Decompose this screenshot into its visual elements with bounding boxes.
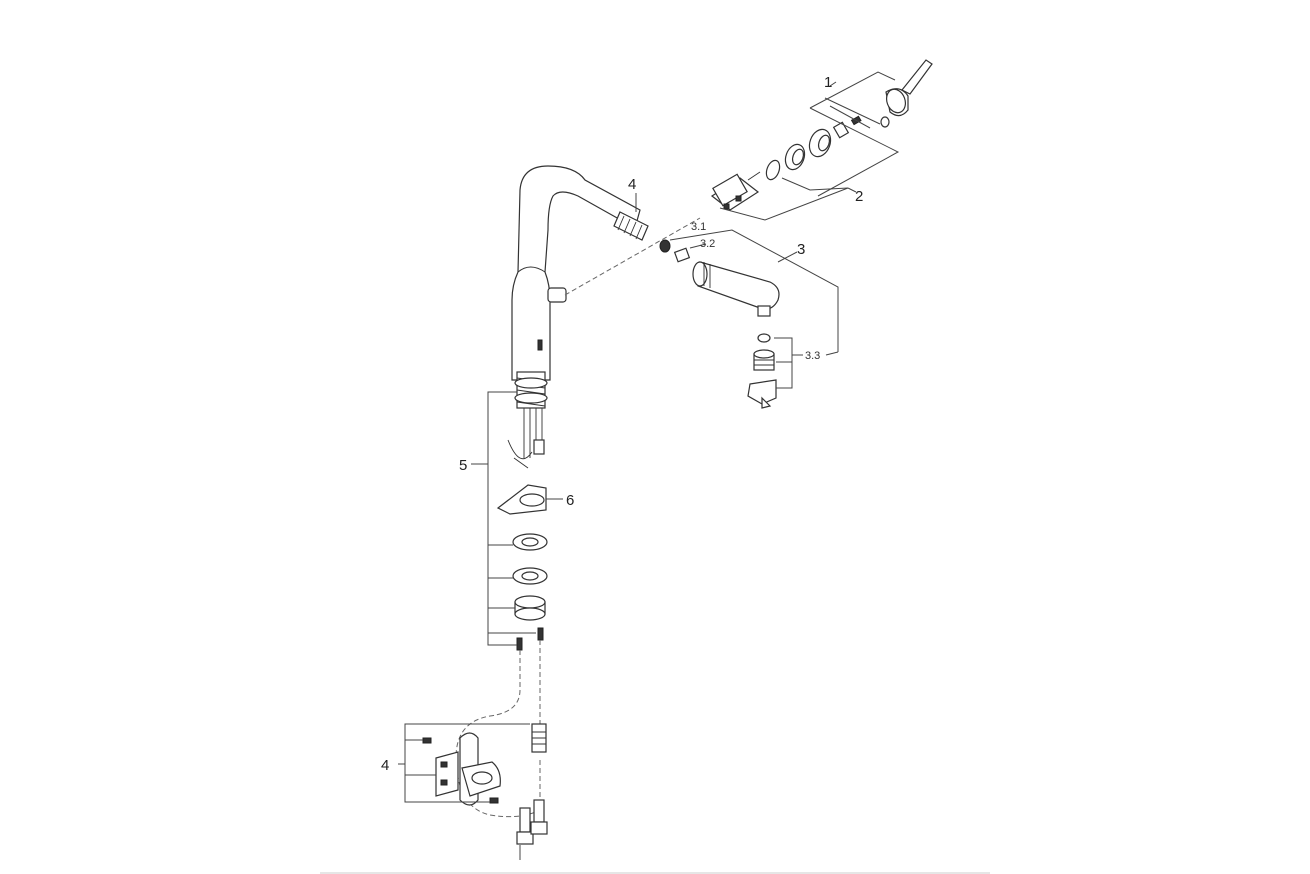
- supply-hose-right: [530, 799, 548, 835]
- adapter: [832, 121, 850, 139]
- bracket-1: [809, 71, 900, 197]
- callout-3-2: 3.2: [700, 238, 715, 250]
- faucet-body: [511, 165, 641, 381]
- mounting-nut: [514, 595, 546, 621]
- weight-screw-1: [422, 737, 432, 744]
- weight-bracket: [435, 751, 459, 797]
- handle-screw: [850, 115, 890, 128]
- escutcheon: [808, 128, 832, 158]
- washer-1: [512, 533, 548, 551]
- cartridge: [710, 171, 761, 211]
- threaded-shank: [507, 371, 548, 469]
- callout-6: 6: [566, 492, 574, 509]
- aerator: [753, 349, 775, 371]
- bracket-5: [471, 391, 536, 646]
- clip-part: [496, 484, 547, 515]
- hose-connector-top: [613, 211, 649, 241]
- aerator-ring: [757, 333, 771, 343]
- bracket-3-3: [774, 337, 839, 389]
- callout-3: 3: [797, 241, 805, 258]
- aerator-key: [747, 379, 777, 409]
- callout-3-3: 3.3: [805, 350, 820, 362]
- screw-right: [537, 627, 544, 641]
- callout-1: 1: [824, 74, 832, 91]
- washer-2: [512, 567, 548, 585]
- hose-weight: [459, 732, 501, 806]
- spray-part-3-1: [659, 239, 671, 253]
- spray-part-3-2: [673, 247, 691, 263]
- quick-connector: [531, 723, 547, 753]
- callout-4-upper: 4: [628, 176, 636, 193]
- centerline-spout: [564, 217, 701, 296]
- bracket-2: [719, 177, 857, 221]
- callout-4-lower: 4: [381, 757, 389, 774]
- cartridge-ring: [765, 159, 781, 181]
- bracket-4-lower: [398, 723, 530, 803]
- lever-handle: [885, 59, 933, 117]
- bracket-3: [669, 229, 839, 352]
- callout-3-1: 3.1: [691, 221, 706, 233]
- spray-head: [692, 261, 780, 317]
- callout-2: 2: [855, 188, 863, 205]
- screw-left: [516, 637, 523, 651]
- cartridge-nut: [784, 143, 806, 171]
- callout-5: 5: [459, 457, 467, 474]
- supply-hose-left: [516, 807, 534, 860]
- weight-screw-2: [489, 797, 499, 804]
